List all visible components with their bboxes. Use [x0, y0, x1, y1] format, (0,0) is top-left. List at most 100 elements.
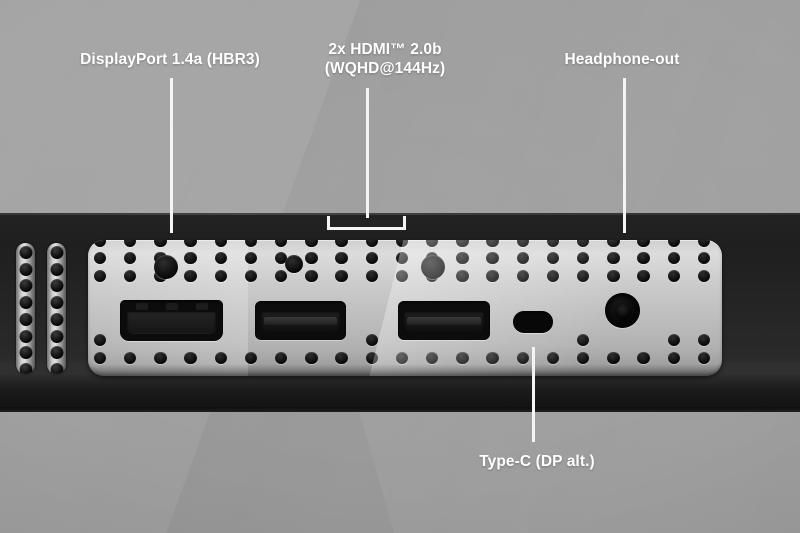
perforation-hole [667, 333, 680, 347]
perforation-hole [214, 240, 227, 248]
vent-left-2 [47, 243, 66, 374]
perforation-hole [637, 251, 650, 265]
perforation-hole [395, 351, 409, 365]
perforation-hole [305, 251, 318, 265]
displayport-notch [166, 303, 178, 310]
perforation-hole [365, 333, 378, 347]
perforation-hole [546, 269, 560, 283]
perforation-hole [395, 240, 409, 248]
perforation-hole [426, 240, 439, 248]
perforation-hole [184, 251, 197, 265]
perforation-hole [697, 333, 711, 347]
vent-hole [50, 262, 63, 276]
perforation-hole [667, 251, 680, 265]
mounting-hole [421, 255, 445, 279]
perforation-hole [607, 351, 620, 365]
leader-line-typec [532, 347, 535, 442]
vent-hole [50, 296, 63, 310]
perforation-hole [697, 251, 711, 265]
perforation-hole [667, 269, 680, 283]
perforation-hole [93, 240, 107, 248]
perforation-hole [697, 351, 711, 365]
perforation-hole [546, 240, 560, 248]
leader-line-headphone [623, 78, 626, 233]
perforation-hole [486, 351, 499, 365]
hdmi-port-2[interactable] [398, 301, 490, 340]
vent-hole [50, 363, 63, 374]
perforation-hole [607, 251, 620, 265]
perforation-hole [456, 269, 469, 283]
perforation-hole [335, 251, 348, 265]
perforation-hole [93, 251, 107, 265]
leader-line-displayport [170, 78, 173, 233]
mounting-hole [154, 255, 178, 279]
perforation-hole [124, 351, 137, 365]
perforation-hole [93, 269, 107, 283]
perforation-hole [335, 240, 348, 248]
vent-hole [50, 329, 63, 343]
chassis-bottom-lip [0, 407, 800, 412]
perforation-hole [456, 240, 469, 248]
perforation-hole [275, 251, 288, 265]
perforation-hole [577, 269, 590, 283]
displayport-notch [136, 303, 148, 310]
vent-hole [19, 246, 32, 259]
perforation-hole [214, 269, 227, 283]
perforation-hole [607, 269, 620, 283]
perforation-hole [365, 251, 378, 265]
displayport-port[interactable] [120, 300, 223, 341]
io-plate [88, 240, 722, 376]
perforation-hole [486, 240, 499, 248]
vent-hole [50, 246, 63, 259]
perforation-hole [486, 251, 499, 265]
mounting-hole [285, 255, 303, 273]
callout-label-hdmi: 2x HDMI™ 2.0b (WQHD@144Hz) [324, 41, 446, 77]
perforation-hole [154, 240, 167, 248]
perforation-hole [214, 251, 227, 265]
vent-hole [19, 329, 32, 343]
vent-hole [50, 279, 63, 293]
perforation-hole [426, 351, 439, 365]
perforation-hole [546, 351, 560, 365]
perforation-hole [667, 240, 680, 248]
perforation-hole [275, 351, 288, 365]
perforation-hole [607, 240, 620, 248]
headphone-jack-bore [614, 302, 631, 319]
chassis-top-edge [0, 213, 800, 215]
perforation-hole [365, 269, 378, 283]
perforation-hole [184, 351, 197, 365]
callout-label-displayport: DisplayPort 1.4a (HBR3) [80, 51, 260, 68]
perforation-hole [637, 269, 650, 283]
hdmi-port-1[interactable] [255, 301, 346, 340]
displayport-notch [196, 303, 208, 310]
perforation-hole [244, 240, 258, 248]
perforation-hole [124, 269, 137, 283]
vent-left-1 [16, 243, 35, 374]
perforation-hole [93, 351, 107, 365]
vent-hole [19, 363, 32, 374]
perforation-hole [365, 351, 378, 365]
io-plate-bottom-shadow [88, 364, 722, 376]
perforation-hole [546, 251, 560, 265]
perforation-hole [244, 251, 258, 265]
perforation-hole [637, 351, 650, 365]
perforation-hole [577, 351, 590, 365]
perforation-hole [516, 269, 529, 283]
perforation-hole [395, 251, 409, 265]
usbc-port[interactable] [513, 311, 553, 333]
perforation-hole [244, 351, 258, 365]
perforation-hole [335, 269, 348, 283]
perforation-hole [184, 269, 197, 283]
vent-hole [50, 312, 63, 326]
perforation-hole [486, 269, 499, 283]
vent-hole [19, 346, 32, 360]
perforation-hole [697, 240, 711, 248]
vent-hole [19, 262, 32, 276]
perforation-hole [365, 240, 378, 248]
perforation-hole [335, 351, 348, 365]
perforation-hole [516, 351, 529, 365]
perforation-hole [305, 240, 318, 248]
headphone-jack-port[interactable] [605, 293, 640, 328]
perforation-hole [184, 240, 197, 248]
